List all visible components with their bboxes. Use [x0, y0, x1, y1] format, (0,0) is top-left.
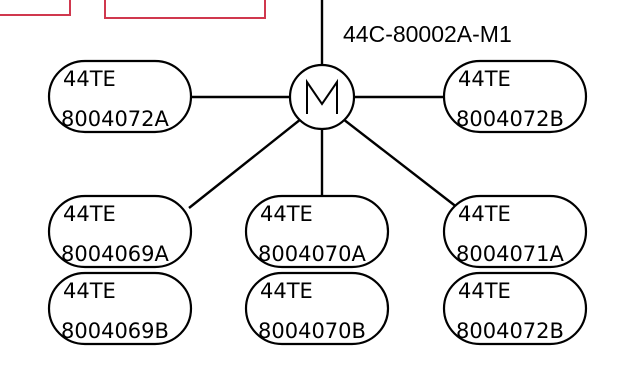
node-line1: 44TE: [63, 202, 116, 226]
node-oval: [47, 194, 193, 269]
node-oval: [244, 271, 390, 346]
node-n8[interactable]: 44TE 8004072B: [442, 271, 588, 346]
connection-lines: [188, 0, 459, 209]
wire-down-left: [188, 118, 302, 209]
node-line2: 8004071A: [456, 242, 565, 266]
node-line1: 44TE: [458, 279, 511, 303]
node-line2: 8004072A: [61, 107, 170, 131]
partial-frame-box: [104, 0, 266, 19]
node-n1[interactable]: 44TE 8004072A: [47, 59, 193, 134]
node-n3[interactable]: 44TE 8004069A: [47, 194, 193, 269]
node-line1: 44TE: [458, 67, 511, 91]
node-line2: 8004069A: [61, 242, 170, 266]
motor-tag-label: 44C-80002A-M1: [343, 21, 512, 47]
node-line2: 8004070B: [258, 319, 366, 343]
node-oval: [442, 194, 588, 269]
node-oval: [47, 59, 193, 134]
node-oval: [442, 271, 588, 346]
node-n4[interactable]: 44TE 8004070A: [244, 194, 390, 269]
node-line1: 44TE: [63, 279, 116, 303]
motor-m-glyph: [306, 78, 338, 114]
node-oval: [442, 59, 588, 134]
partial-frame-left: [0, 0, 71, 16]
node-line1: 44TE: [458, 202, 511, 226]
node-line1: 44TE: [63, 67, 116, 91]
node-n2[interactable]: 44TE 8004072B: [442, 59, 588, 134]
node-line2: 8004069B: [61, 319, 169, 343]
node-n5[interactable]: 44TE 8004071A: [442, 194, 588, 269]
wire-down-right: [342, 118, 459, 209]
motor-circle: [288, 63, 356, 131]
node-line1: 44TE: [260, 279, 313, 303]
node-line2: 8004070A: [258, 242, 367, 266]
node-oval: [244, 194, 390, 269]
node-line1: 44TE: [260, 202, 313, 226]
node-oval: [47, 271, 193, 346]
node-line2: 8004072B: [456, 319, 564, 343]
motor-symbol[interactable]: [288, 63, 356, 131]
node-n6[interactable]: 44TE 8004069B: [47, 271, 193, 346]
node-line2: 8004072B: [456, 107, 564, 131]
node-n7[interactable]: 44TE 8004070B: [244, 271, 390, 346]
